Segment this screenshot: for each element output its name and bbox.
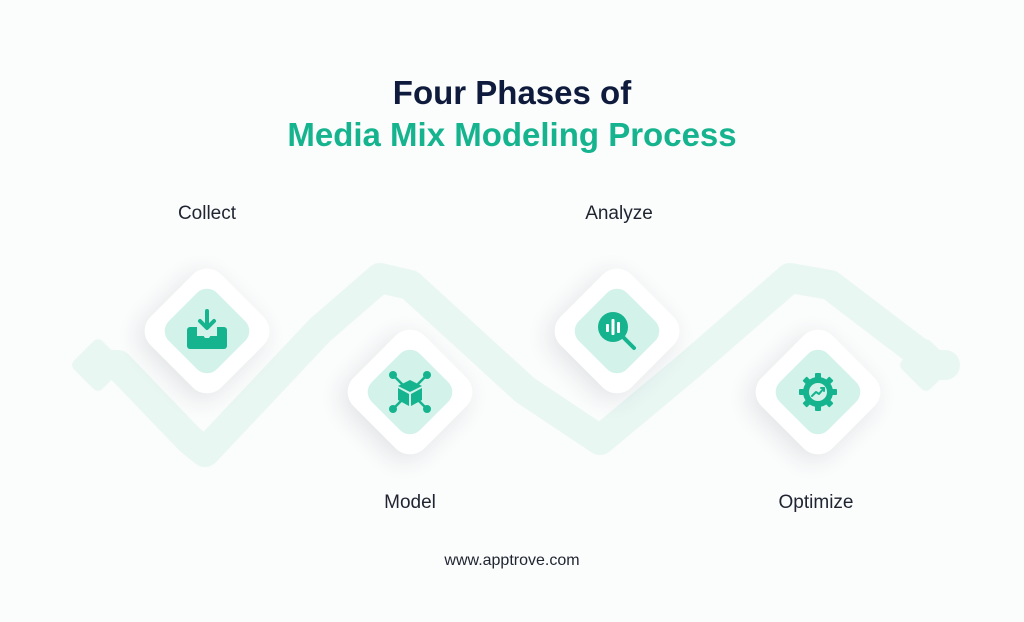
- network-cube-icon: [382, 364, 438, 420]
- step-label-analyze: Analyze: [585, 203, 653, 224]
- title-block: Four Phases of Media Mix Modeling Proces…: [0, 72, 1024, 156]
- footer-url: www.apptrove.com: [444, 552, 580, 569]
- download-tray-icon: [179, 303, 235, 359]
- gear-growth-icon: [790, 364, 846, 420]
- magnifier-chart-icon: [589, 303, 645, 359]
- step-label-optimize: Optimize: [778, 492, 854, 513]
- step-label-collect: Collect: [177, 203, 237, 224]
- title-line-2: Media Mix Modeling Process: [287, 116, 737, 153]
- title-line-1: Four Phases of: [392, 74, 632, 111]
- step-label-model: Model: [384, 492, 436, 513]
